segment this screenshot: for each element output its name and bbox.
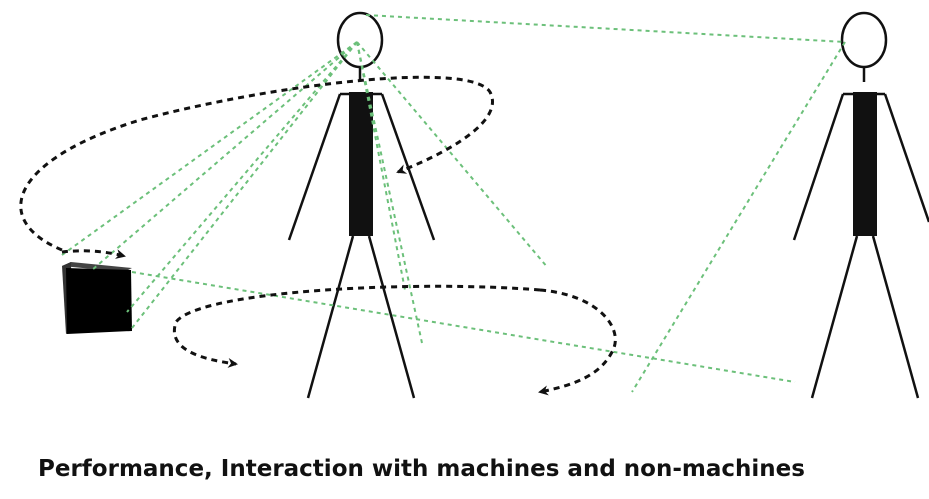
sightline-left-head-to-box-top	[61, 41, 358, 256]
movement-arrow-lower-loop-left	[172, 284, 541, 368]
figure-right-left-leg	[810, 235, 859, 399]
figure-left-left-leg	[306, 235, 355, 399]
machine-box-front	[66, 268, 132, 334]
sightline-left-head-to-box-low	[126, 41, 358, 313]
movement-arrow-upper-loop	[19, 75, 494, 252]
figure-left-head	[336, 11, 384, 69]
stick-figure-right	[792, 11, 929, 399]
movement-arrow-lower-loop-right	[538, 288, 617, 396]
figure-left-body	[349, 92, 373, 236]
movement-paths	[19, 75, 617, 396]
movement-arrow-to-box	[61, 249, 126, 259]
figure-right-right-arm	[883, 93, 929, 223]
sightline-left-head-down-2	[356, 41, 423, 344]
figure-right-left-arm	[792, 93, 845, 241]
sightline-left-head-to-box-mid	[91, 41, 358, 271]
sightlines	[61, 14, 846, 393]
sightline-box-to-right-figure	[131, 271, 796, 383]
sightline-left-head-to-box-bottom	[131, 41, 358, 329]
figure-right-right-leg	[871, 235, 920, 399]
figure-left-left-arm	[287, 93, 342, 241]
figure-left-right-leg	[367, 235, 416, 399]
sightline-left-head-down-3	[356, 41, 549, 269]
sightline-right-head-to-ground	[631, 41, 846, 393]
stick-figure-left	[287, 11, 436, 399]
machine-box	[62, 262, 132, 334]
figure-right-head	[840, 11, 888, 69]
diagram-caption: Performance, Interaction with machines a…	[38, 456, 805, 482]
figure-right-body	[853, 92, 877, 236]
sightline-head-to-head-top	[365, 14, 846, 43]
